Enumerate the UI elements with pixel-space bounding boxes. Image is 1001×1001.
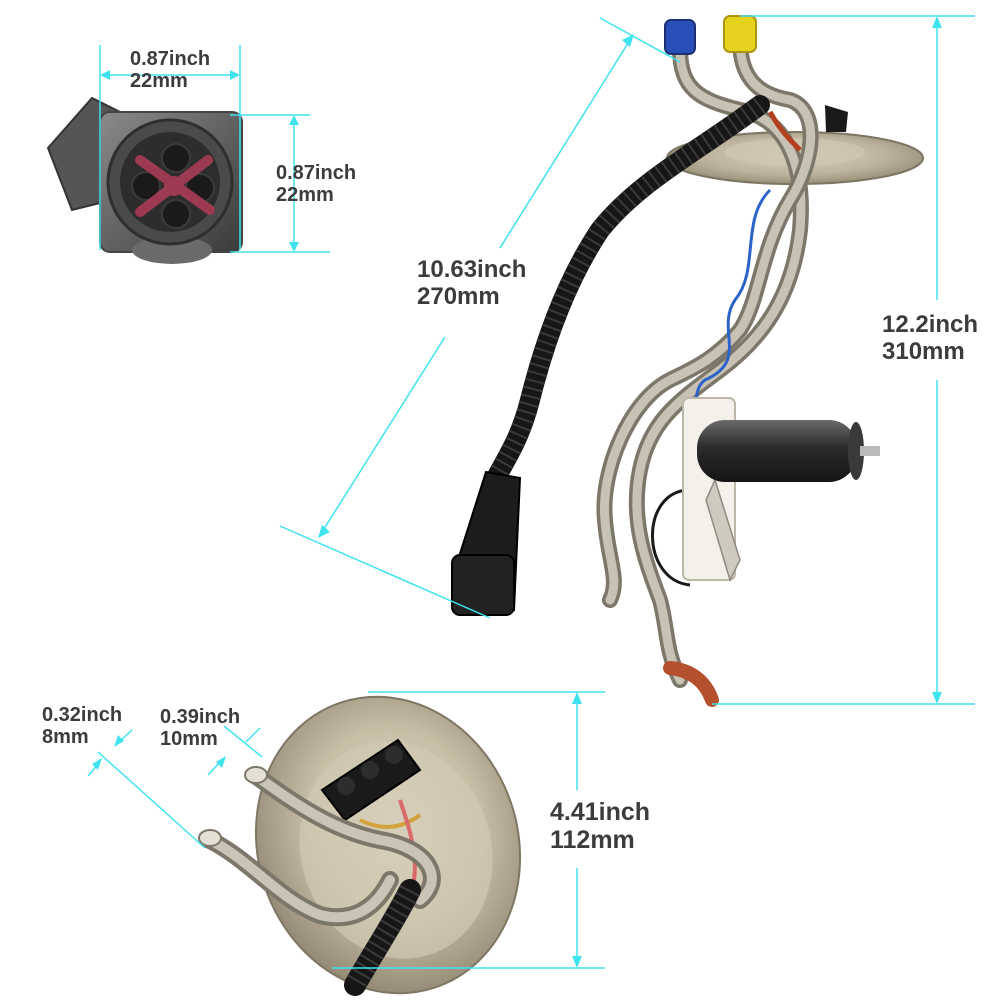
- large-tube-inch: 0.39inch: [160, 706, 241, 728]
- pump-motor-icon: [697, 420, 880, 482]
- fuel-pump-sending-unit-icon: [451, 15, 924, 707]
- harness-length-label: 10.63inch 270mm: [417, 256, 527, 311]
- electrical-connector-icon: [46, 96, 243, 264]
- dimension-lines: [87, 15, 975, 969]
- small-tube-label: 0.32inch 8mm: [42, 704, 122, 749]
- connector-height-inch: 0.87inch: [276, 162, 357, 184]
- overall-height-label: 12.2inch 310mm: [882, 311, 979, 366]
- flange-diameter-label: 4.41inch 112mm: [550, 798, 650, 854]
- flange-diameter-mm: 112mm: [550, 826, 635, 854]
- overall-height-inch: 12.2inch: [882, 311, 979, 338]
- small-tube-mm: 8mm: [42, 726, 89, 749]
- connector-height-label: 0.87inch 22mm: [276, 162, 356, 207]
- small-tube-inch: 0.32inch: [42, 704, 123, 726]
- overall-height-mm: 310mm: [882, 337, 965, 365]
- tank-flange-icon: [198, 695, 522, 996]
- connector-height-mm: 22mm: [276, 184, 334, 207]
- blue-cap-icon: [664, 19, 696, 55]
- connector-width-mm: 22mm: [130, 70, 188, 93]
- large-tube-label: 0.39inch 10mm: [160, 706, 240, 751]
- large-tube-mm: 10mm: [160, 728, 218, 751]
- harness-length-inch: 10.63inch: [417, 256, 527, 283]
- connector-width-inch: 0.87inch: [130, 48, 211, 70]
- connector-width-label: 0.87inch 22mm: [130, 48, 210, 93]
- flange-diameter-inch: 4.41inch: [550, 798, 651, 826]
- yellow-cap-icon: [723, 15, 757, 53]
- connector-pin-cross-icon: [135, 155, 215, 217]
- harness-length-mm: 270mm: [417, 282, 500, 310]
